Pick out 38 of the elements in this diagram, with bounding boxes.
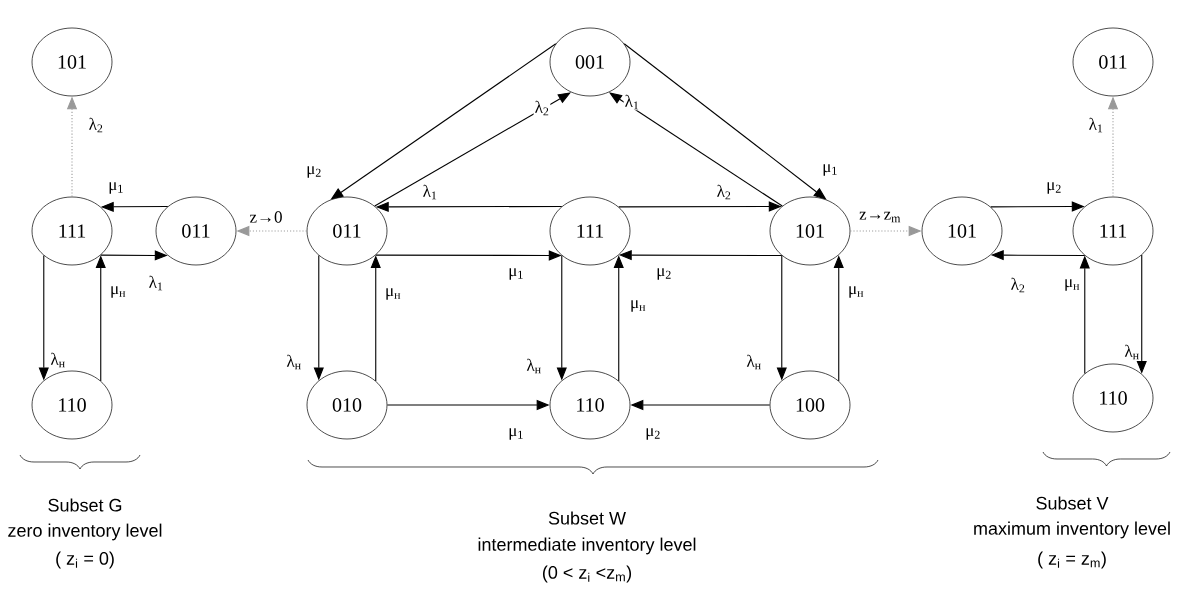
caption-text: zero inventory level	[8, 523, 162, 541]
caption-text: Subset V	[1036, 496, 1109, 510]
edge-label: μ$_{1}$	[107, 181, 125, 195]
edge-label: μ$_{н}$	[109, 285, 127, 299]
caption-text: maximum inventory level	[974, 521, 1170, 539]
edge-label: μ$_{2}$	[305, 165, 323, 179]
edge-label: μ$_{2}$	[1045, 181, 1063, 195]
edge-label: μ$_{н}$	[1063, 278, 1081, 292]
edge-label: λ$_{н}$	[49, 351, 67, 369]
edge-label: λ$_{1}$	[623, 93, 641, 111]
edge-label: λ$_{2}$	[533, 99, 551, 117]
caption-text: ( z$_{i}$ = 0)	[56, 551, 114, 569]
edge-label: μ$_{н}$	[629, 299, 647, 313]
caption-text: (0 < z$_{i}$ <z$_{m}$)	[542, 565, 632, 583]
edge-label: μ$_{н}$	[847, 285, 865, 299]
caption-text: Subset W	[548, 511, 626, 525]
edge-label: μ$_{1}$	[821, 163, 839, 177]
edge-label: z→z$_{m}$	[858, 210, 902, 224]
edge-label: λ$_{1}$	[1087, 116, 1105, 134]
edge-label: λ$_{н}$	[1123, 343, 1141, 361]
caption-text: intermediate inventory level	[478, 537, 696, 555]
edge-label: μ$_{н}$	[384, 287, 402, 301]
edge-label: λ$_{н}$	[525, 357, 543, 375]
edge-label: λ$_{2}$	[715, 183, 733, 201]
edge-label: z→0	[248, 210, 284, 224]
caption-text: ( z$_{i}$ = z$_{m}$)	[1038, 551, 1106, 569]
edge-label: μ$_{1}$	[507, 427, 525, 441]
edge-label: μ$_{2}$	[655, 267, 673, 281]
edge-label: λ$_{1}$	[147, 274, 165, 292]
edge-label: λ$_{2}$	[87, 116, 105, 134]
edge-label: μ$_{2}$	[644, 427, 662, 441]
caption-text: Subset G	[48, 498, 122, 512]
edge-label: λ$_{н}$	[285, 353, 303, 371]
edge-label: λ$_{1}$	[421, 183, 439, 201]
edge-label: λ$_{2}$	[1009, 276, 1027, 294]
arrow	[609, 92, 783, 207]
edge-label: λ$_{н}$	[745, 353, 763, 371]
edge-label: μ$_{1}$	[507, 267, 525, 281]
